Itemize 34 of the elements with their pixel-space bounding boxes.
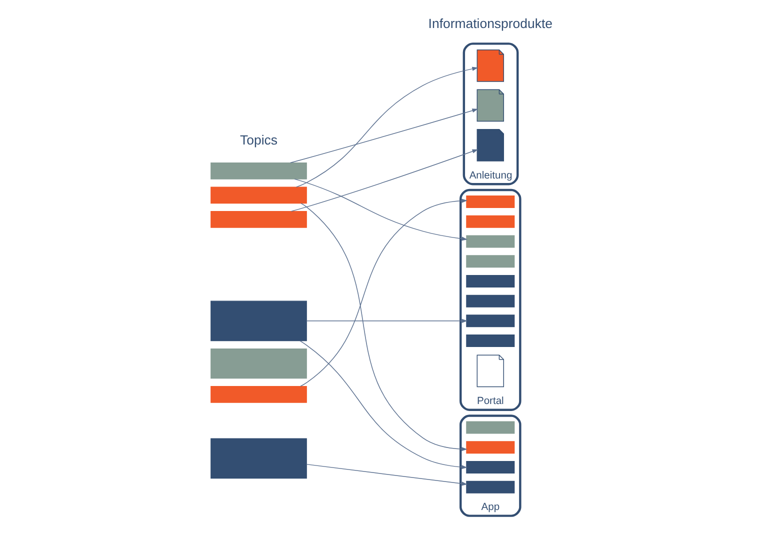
- node-bar: [210, 386, 306, 403]
- cluster: [462, 42, 518, 186]
- arrow: [294, 178, 468, 241]
- arrow: [300, 202, 467, 452]
- node-bar: [466, 421, 514, 434]
- node-bar: [210, 300, 306, 342]
- node-bar: [210, 348, 306, 379]
- arrow: [306, 318, 468, 323]
- node-bar: [466, 334, 514, 348]
- node-bar: [210, 438, 306, 479]
- arrow: [306, 464, 468, 486]
- node-label: App: [480, 502, 500, 514]
- arrow: [299, 340, 467, 470]
- node-bar: [466, 461, 514, 474]
- node-bar: [466, 255, 514, 268]
- node-bar: [210, 162, 306, 180]
- node-bar: [466, 215, 514, 228]
- node-bar: [466, 441, 514, 454]
- node-bar: [466, 480, 514, 494]
- arrow: [290, 108, 478, 164]
- node-bar: [466, 274, 514, 288]
- node-bar: [210, 210, 306, 228]
- arrow: [300, 198, 467, 387]
- label: Informationsprodukte: [428, 16, 552, 31]
- node-bar: [466, 314, 514, 328]
- node-bar: [466, 235, 514, 248]
- node-label: Anleitung: [468, 170, 512, 182]
- node-bar: [210, 186, 306, 204]
- arrow: [295, 66, 478, 188]
- node-bar: [466, 294, 514, 308]
- node-bar: [466, 196, 514, 208]
- node-label: Portal: [476, 396, 504, 408]
- arrow: [290, 149, 478, 212]
- label: Topics: [240, 132, 277, 148]
